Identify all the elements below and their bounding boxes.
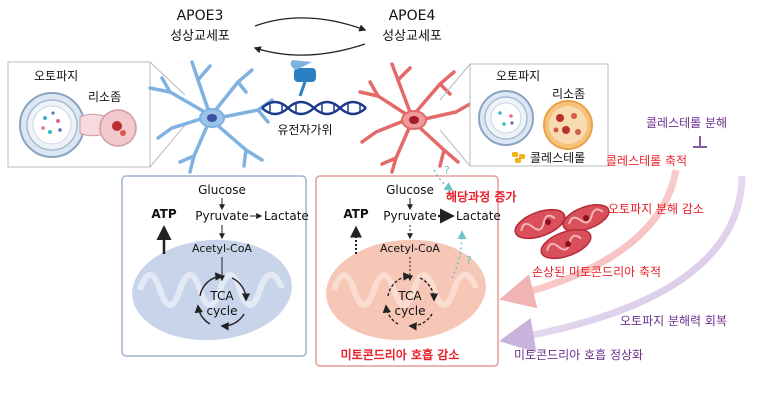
gene-scissors-icon [261,60,367,116]
left-atp: ATP [151,207,177,221]
left-pyruvate: Pyruvate [195,209,248,223]
lysosome-icon [99,109,137,147]
inhibition-icon [693,136,707,148]
conversion-arrow-bottom [253,43,366,56]
autophagosome-icon [478,90,534,146]
left-glucose: Glucose [198,183,246,197]
right-inset-cholesterol-label: 콜레스테롤 [530,151,585,165]
right-inset-autophagy-label: 오토파지 [496,69,540,83]
apoe4-label: APOE4 [389,8,436,24]
left-acetyl-coa: Acetyl-CoA [192,242,252,255]
damaged-mitochondria-icon [514,204,610,260]
apoe3-label: APOE3 [177,8,224,24]
right-atp: ATP [343,207,369,221]
left-tca: TCA [209,289,234,303]
conversion-arrow-top [254,17,367,32]
lysosome-enlarged-icon [543,100,593,150]
metabolism-panel-apoe4: Glucose Pyruvate Lactate Acetyl-CoA ATP … [315,164,516,367]
left-cycle: cycle [206,304,237,318]
mitochondrion-icon [326,239,486,341]
left-inset: 오토파지 리소좀 [7,61,151,168]
left-lactate: Lactate [264,209,309,223]
glycolysis-increase-label: 해당과정 증가 [446,189,516,204]
apoe3-sublabel: 성상교세포 [170,29,230,44]
damaged-mito-accumulation-label: 손상된 미토콘드리아 축적 [532,265,661,279]
right-pyruvate: Pyruvate [383,209,436,223]
respiration-decrease-label: 미토콘드리아 호흡 감소 [341,347,460,362]
apoe3-astrocyte-icon [148,60,274,174]
right-glucose: Glucose [386,183,434,197]
right-inset: 오토파지 리소좀 콜레스테롤 [469,63,609,167]
metabolism-panel-apoe3: Glucose Pyruvate Lactate Acetyl-CoA ATP … [121,175,309,357]
right-inset-lysosome-label: 리소좀 [552,87,585,101]
question-mark-top: ? [444,164,450,177]
right-lactate: Lactate [456,209,501,223]
tca-cycle-icon [382,272,439,331]
left-inset-autophagy-label: 오토파지 [34,69,78,83]
cholesterol-icon [512,152,525,163]
right-tca: TCA [397,289,422,303]
left-inset-lysosome-label: 리소좀 [88,90,121,104]
apoe4-astrocyte-icon [358,62,472,174]
cholesterol-accumulation-label: 콜레스테롤 축적 [606,154,687,168]
apoe4-sublabel: 성상교세포 [382,29,442,44]
gene-scissors-label: 유전자가위 [277,123,332,137]
autophagy-decrease-label: 오토파지 분해 감소 [608,202,704,216]
respiration-normalization-label: 미토콘드리아 호흡 정상화 [514,348,643,362]
pink-arrow-to-metabolism [499,169,680,309]
purple-arrow-to-metabolism [499,175,746,353]
question-mark-bottom: ? [466,254,472,267]
cholesterol-breakdown-label: 콜레스테롤 분해 [646,116,727,130]
autophagy-recovery-label: 오토파지 분해력 회복 [620,314,727,328]
autophagosome-icon [19,92,85,158]
right-acetyl-coa: Acetyl-CoA [380,242,440,255]
tca-cycle-icon [194,272,251,331]
right-cycle: cycle [394,304,425,318]
mitochondrion-icon [132,239,292,341]
